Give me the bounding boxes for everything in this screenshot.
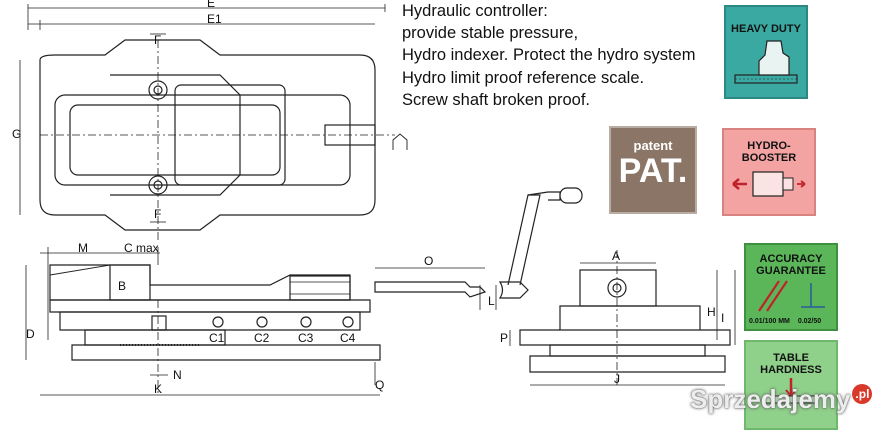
dim-M: M bbox=[78, 241, 88, 255]
watermark-suffix: .pl bbox=[852, 384, 873, 404]
dim-P: P bbox=[500, 331, 508, 345]
dimension-labels: E E1 F F G M C max B D C1 C2 C3 C4 N K Q… bbox=[12, 0, 724, 396]
dim-C2: C2 bbox=[254, 331, 270, 345]
dim-Q: Q bbox=[375, 378, 384, 392]
dim-F-bottom: F bbox=[154, 207, 161, 221]
accuracy-guarantee-badge: ACCURACY GUARANTEE 0.01/100 MM 0.02/50 bbox=[744, 243, 838, 331]
dim-F-top: F bbox=[154, 33, 161, 47]
hydro-booster-icon bbox=[732, 171, 806, 197]
front-view bbox=[25, 247, 381, 396]
dim-C4: C4 bbox=[340, 331, 356, 345]
watermark-text: Sprzedajemy bbox=[690, 384, 851, 414]
description-line: Hydraulic controller: bbox=[402, 2, 548, 20]
dim-O: O bbox=[424, 254, 433, 268]
accuracy-value-2: 0.02/50 bbox=[797, 318, 822, 325]
dim-H: H bbox=[707, 305, 716, 319]
hydro-booster-label-1: HYDRO- bbox=[747, 140, 791, 152]
hydro-booster-label-2: BOOSTER bbox=[741, 152, 797, 164]
patent-big-label: PAT. bbox=[618, 152, 688, 190]
heavy-duty-badge: HEAVY DUTY bbox=[724, 5, 808, 99]
accuracy-label-2: GUARANTEE bbox=[756, 265, 826, 277]
table-hardness-badge: TABLE HARDNESS bbox=[744, 340, 838, 430]
handle-view bbox=[374, 187, 583, 310]
side-view bbox=[509, 250, 736, 386]
feature-description: Hydraulic controller: provide stable pre… bbox=[402, 0, 720, 111]
dim-A: A bbox=[612, 249, 620, 263]
accuracy-value-1: 0.01/100 MM bbox=[749, 318, 790, 325]
dim-C3: C3 bbox=[298, 331, 314, 345]
top-view bbox=[19, 4, 408, 240]
description-line: Screw shaft broken proof. bbox=[402, 90, 591, 109]
description-line: Hydro indexer. Protect the hydro system bbox=[402, 46, 696, 65]
dim-E: E bbox=[207, 0, 215, 10]
dim-D: D bbox=[26, 327, 35, 341]
hydro-booster-badge: HYDRO- BOOSTER bbox=[722, 128, 816, 216]
dim-N: N bbox=[173, 368, 182, 382]
table-hardness-icon bbox=[763, 378, 819, 404]
heavy-duty-label: HEAVY DUTY bbox=[731, 23, 801, 35]
dim-L: L bbox=[488, 294, 495, 308]
accuracy-icon bbox=[758, 280, 825, 312]
heavy-duty-icon bbox=[734, 40, 798, 84]
table-hardness-label-2: HARDNESS bbox=[760, 364, 822, 376]
dim-I: I bbox=[721, 311, 724, 325]
description-line: Hydro limit proof reference scale. bbox=[402, 68, 645, 87]
dim-C1: C1 bbox=[209, 331, 225, 345]
patent-badge: patent PAT. bbox=[609, 126, 697, 214]
accuracy-label-1: ACCURACY bbox=[759, 253, 823, 265]
table-hardness-label-1: TABLE bbox=[773, 352, 809, 364]
dim-Cmax: C max bbox=[124, 241, 159, 255]
dim-K: K bbox=[154, 382, 162, 396]
dim-B: B bbox=[118, 279, 126, 293]
description-line: provide stable pressure, bbox=[402, 24, 579, 43]
patent-small-label: patent bbox=[633, 138, 673, 153]
dim-E1: E1 bbox=[207, 12, 222, 26]
dim-G: G bbox=[12, 127, 21, 141]
dim-J: J bbox=[614, 372, 620, 386]
watermark: Sprzedajemy.pl bbox=[690, 384, 873, 415]
